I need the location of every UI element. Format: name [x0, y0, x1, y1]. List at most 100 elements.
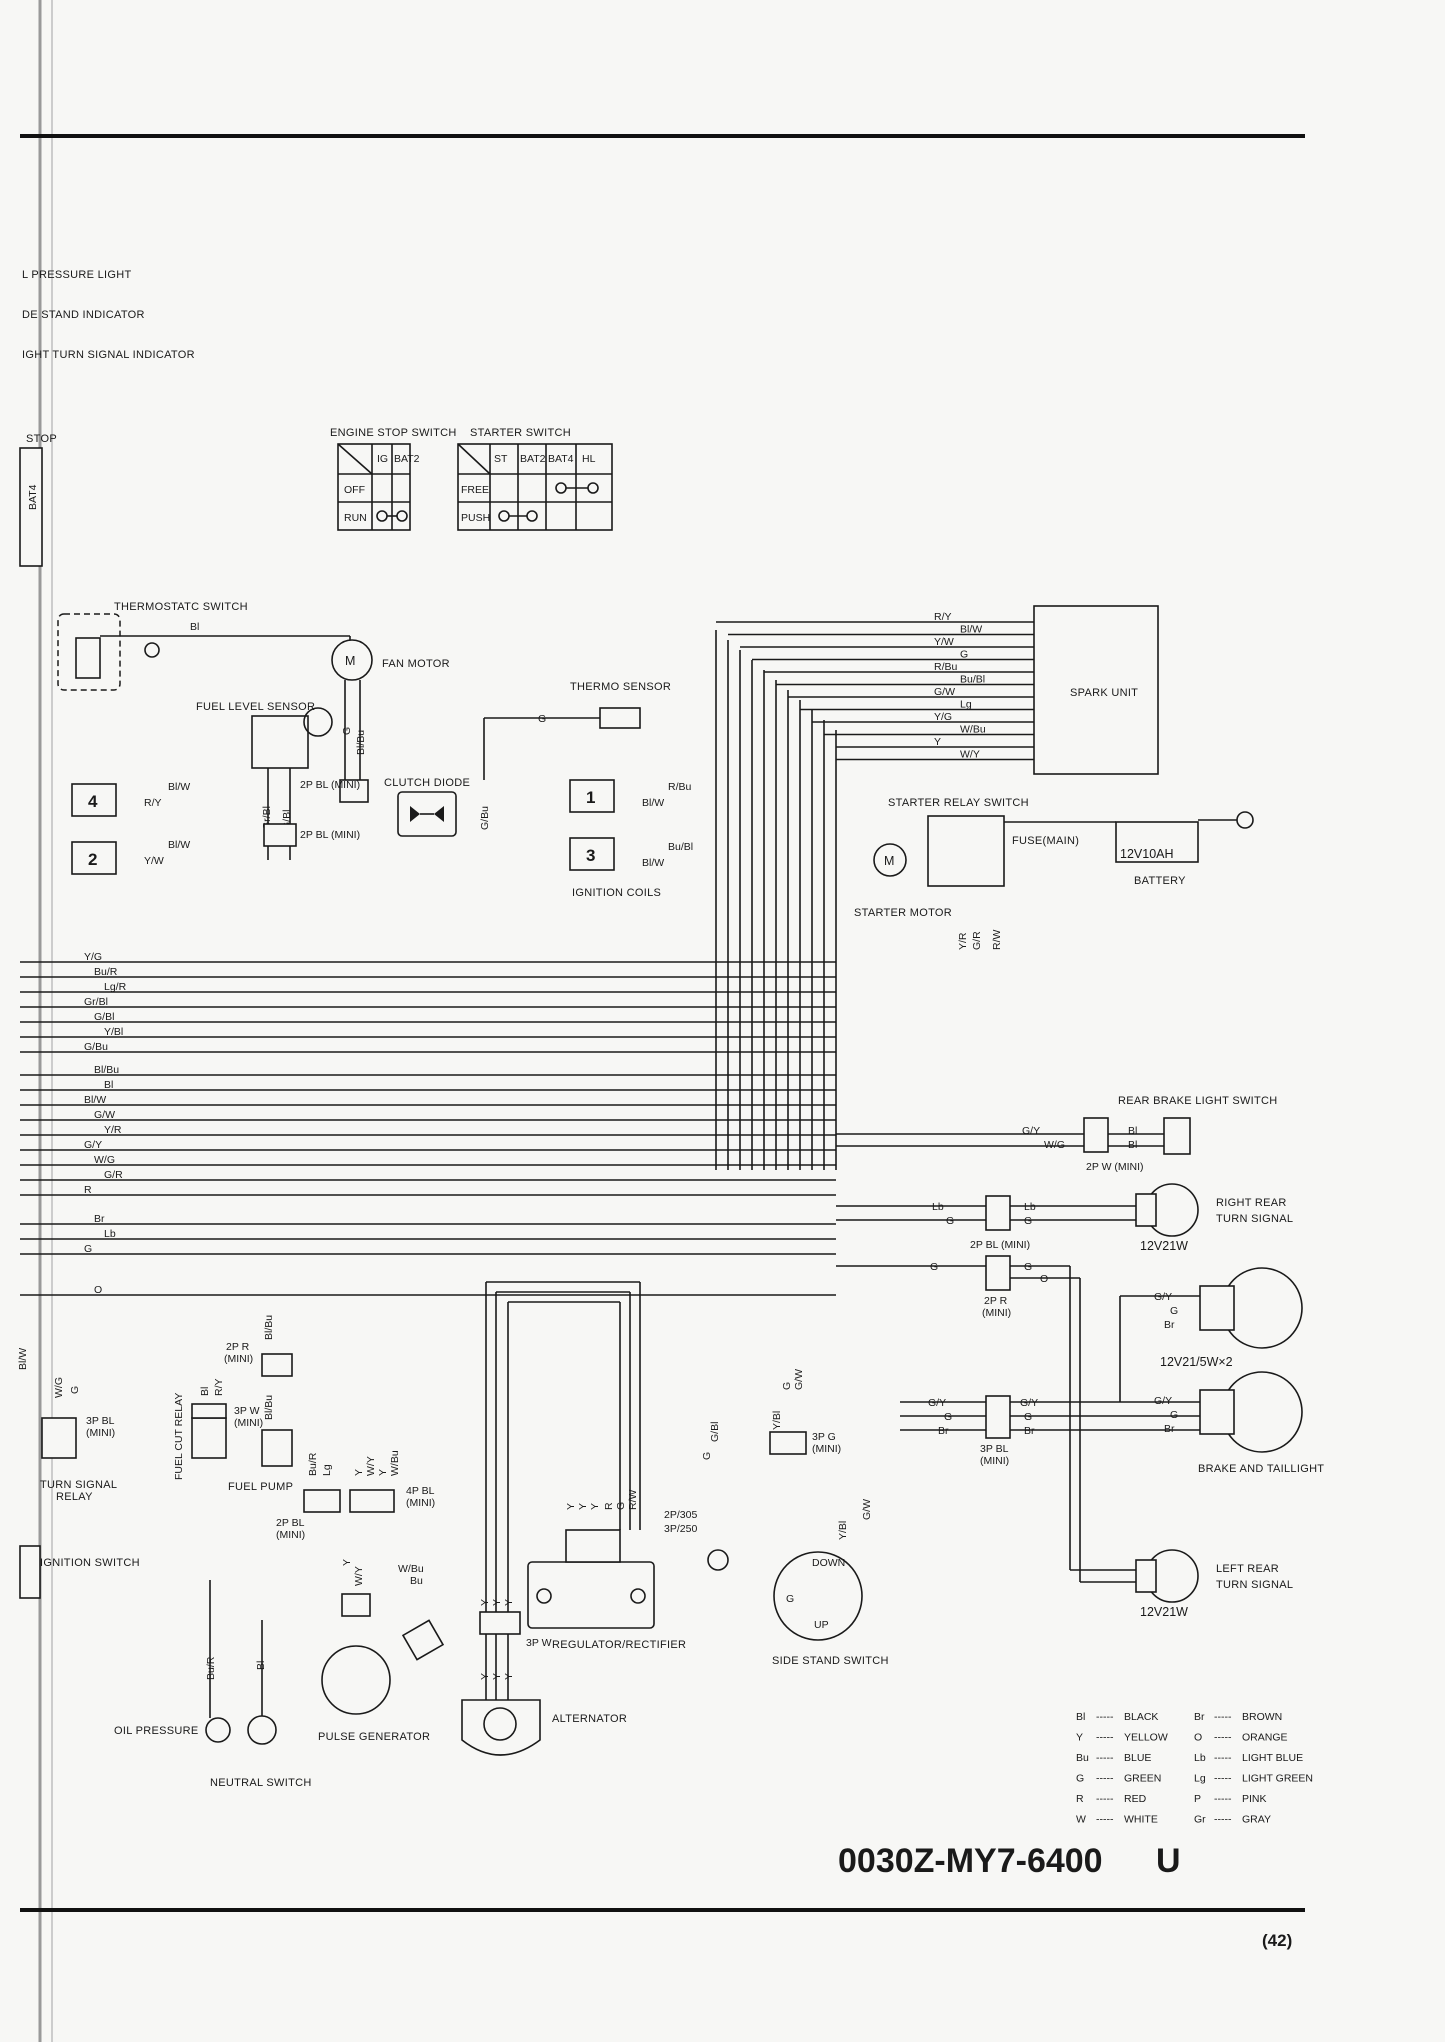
legend-dashes: ----- — [1214, 1711, 1232, 1723]
svg-text:2P BL (MINI): 2P BL (MINI) — [300, 829, 360, 841]
svg-text:Y: Y — [565, 1503, 577, 1510]
svg-text:G/Bu: G/Bu — [479, 806, 491, 830]
svg-text:G: G — [615, 1502, 627, 1510]
svg-text:(MINI): (MINI) — [224, 1353, 253, 1365]
harness-wire: Y/R — [20, 1124, 836, 1136]
spark-unit-label: SPARK UNIT — [1070, 687, 1138, 699]
legend-dashes: ----- — [1214, 1793, 1232, 1805]
spark-unit-wire: Y/G — [812, 711, 1034, 723]
svg-text:G: G — [1024, 1261, 1032, 1273]
spark-unit-wire: Y — [836, 736, 1034, 748]
ignition-coil-4: 4 — [71, 783, 117, 817]
harness-wire: G/R — [20, 1169, 836, 1181]
svg-text:Y: Y — [377, 1469, 389, 1476]
regulator-rectifier-label: REGULATOR/RECTIFIER — [552, 1639, 686, 1651]
svg-text:3P G: 3P G — [812, 1431, 836, 1443]
right-turn-indicator-label: IGHT TURN SIGNAL INDICATOR — [22, 349, 195, 361]
svg-text:G: G — [1024, 1215, 1032, 1227]
svg-text:G/Bl: G/Bl — [709, 1422, 721, 1442]
svg-text:(MINI): (MINI) — [812, 1443, 841, 1455]
svg-text:G: G — [781, 1382, 793, 1390]
svg-text:HL: HL — [582, 453, 596, 465]
connector-3p-g-mini — [769, 1431, 807, 1455]
svg-text:R/Bu: R/Bu — [668, 781, 692, 793]
harness-wire: Bl — [20, 1079, 836, 1091]
fuel-pump-icon — [261, 1429, 293, 1467]
svg-text:2P BL (MINI): 2P BL (MINI) — [300, 779, 360, 791]
svg-text:W/G: W/G — [53, 1377, 65, 1398]
connector-3p-w-alternator — [479, 1611, 521, 1635]
fuel-cut-relay-icon — [191, 1417, 227, 1459]
stop-label: STOP — [26, 433, 57, 445]
neutral-switch-icon — [247, 1715, 277, 1745]
svg-text:R: R — [603, 1502, 615, 1510]
fuel-level-sensor-icon — [251, 715, 309, 769]
starter-relay-icon — [927, 815, 1005, 887]
svg-text:R/W: R/W — [991, 930, 1003, 951]
svg-text:R/Y: R/Y — [213, 1378, 225, 1396]
svg-text:Br: Br — [938, 1425, 949, 1437]
spark-unit-wire-label: Y/W — [934, 636, 954, 648]
svg-text:2P R: 2P R — [226, 1341, 250, 1353]
spark-unit-wire-label: Bu/Bl — [960, 674, 985, 686]
legend-dashes: ----- — [1096, 1732, 1114, 1744]
svg-text:(MINI): (MINI) — [982, 1307, 1011, 1319]
svg-text:G/Y: G/Y — [1154, 1395, 1172, 1407]
svg-text:(MINI): (MINI) — [86, 1427, 115, 1439]
legend-entry: Bu-----BLUE — [1076, 1752, 1151, 1764]
svg-text:G: G — [946, 1215, 954, 1227]
svg-text:W/Y: W/Y — [353, 1566, 365, 1586]
svg-text:W/Y: W/Y — [365, 1456, 377, 1476]
svg-text:R/W: R/W — [627, 1490, 639, 1511]
legend-color: BLUE — [1124, 1752, 1151, 1764]
clutch-diode-label: CLUTCH DIODE — [384, 777, 470, 789]
svg-text:Y: Y — [577, 1503, 589, 1510]
svg-text:G/Y: G/Y — [928, 1397, 946, 1409]
harness-wire: G/Y — [20, 1139, 836, 1151]
harness-wire: W/G — [20, 1154, 836, 1166]
svg-text:Y/R: Y/R — [957, 932, 969, 950]
svg-text:Y: Y — [479, 1673, 491, 1680]
svg-text:W/Bu: W/Bu — [398, 1563, 424, 1575]
oil-pressure-light-label: L PRESSURE LIGHT — [22, 269, 132, 281]
harness-wire-label: G — [84, 1243, 92, 1255]
svg-text:ST: ST — [494, 453, 508, 465]
svg-text:G/R: G/R — [971, 931, 983, 950]
legend-dashes: ----- — [1214, 1732, 1232, 1744]
legend-code: Lg — [1194, 1773, 1206, 1785]
legend-color: BROWN — [1242, 1711, 1282, 1723]
svg-text:Bl: Bl — [199, 1387, 211, 1396]
svg-text:Y: Y — [341, 1559, 353, 1566]
svg-text:Br: Br — [1024, 1425, 1035, 1437]
legend-color: GRAY — [1242, 1814, 1271, 1826]
rear-brake-switch-icon — [1163, 1117, 1191, 1155]
ground-terminal-icon — [144, 642, 160, 658]
harness-wire-label: G/W — [94, 1109, 115, 1121]
svg-text:G: G — [341, 727, 353, 735]
harness-wire-label: O — [94, 1284, 102, 1296]
harness-wire: Bu/R — [20, 966, 836, 978]
svg-text:DOWN: DOWN — [812, 1557, 845, 1569]
svg-text:Bl/Bu: Bl/Bu — [263, 1315, 275, 1340]
svg-text:12V21W: 12V21W — [1140, 1239, 1188, 1253]
spark-unit-wire: Bu/Bl — [776, 674, 1034, 686]
svg-text:Bl: Bl — [1128, 1125, 1137, 1137]
harness-wire: R — [20, 1184, 836, 1196]
legend-color: LIGHT GREEN — [1242, 1773, 1313, 1785]
svg-text:G: G — [944, 1411, 952, 1423]
svg-text:(MINI): (MINI) — [406, 1497, 435, 1509]
thermo-sensor-icon — [599, 707, 641, 729]
legend-code: O — [1194, 1732, 1202, 1744]
battery-label: BATTERY — [1134, 875, 1186, 887]
svg-text:TURN SIGNAL: TURN SIGNAL — [1216, 1213, 1293, 1225]
svg-text:G/Y: G/Y — [1022, 1125, 1040, 1137]
svg-text:G: G — [1024, 1411, 1032, 1423]
spark-unit-wire-label: Y — [934, 736, 941, 748]
legend-code: Gr — [1194, 1814, 1206, 1826]
legend-entry: Lg-----LIGHT GREEN — [1194, 1773, 1313, 1785]
svg-text:M: M — [884, 854, 894, 868]
pulse-generator-icon — [321, 1645, 391, 1715]
legend-entry: Lb-----LIGHT BLUE — [1194, 1752, 1303, 1764]
legend-code: W — [1076, 1814, 1086, 1826]
spark-unit-wire: G — [752, 649, 1034, 661]
